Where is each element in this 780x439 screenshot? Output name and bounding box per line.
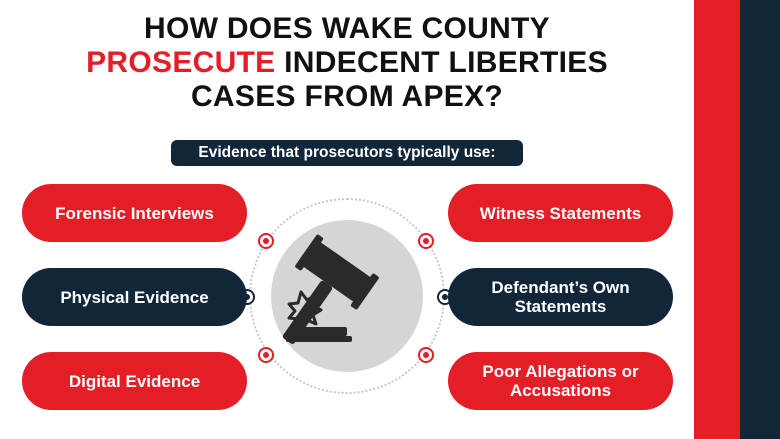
title-line-3: CASES FROM APEX? [190,80,504,113]
title-accent-word: PROSECUTE [86,46,276,79]
connector-dot-forensic [258,233,274,249]
forensic-interviews-bubble: Forensic Interviews [22,184,247,242]
physical-evidence-bubble: Physical Evidence [22,268,247,326]
subtitle-banner: Evidence that prosecutors typically use: [171,140,523,166]
forensic-interviews-label: Forensic Interviews [55,203,214,223]
connector-dot-digital [258,347,274,363]
physical-evidence-label: Physical Evidence [60,287,209,307]
poor-allegations-bubble: Poor Allegations or Accusations [448,352,673,410]
connector-dot-witness [418,233,434,249]
defendants-own-statements-label: Defendant’s Own Statements [491,278,630,316]
poor-allegations-label: Poor Allegations or Accusations [482,362,639,400]
page-title: HOW DOES WAKE COUNTY PROSECUTE INDECENT … [20,12,674,114]
witness-statements-label: Witness Statements [479,203,642,223]
connector-dot-allegations [418,347,434,363]
title-line-2-rest: INDECENT LIBERTIES [275,46,608,79]
defendants-own-statements-bubble: Defendant’s Own Statements [448,268,673,326]
decorative-red-stripe [694,0,740,439]
digital-evidence-bubble: Digital Evidence [22,352,247,410]
gavel-icon [282,234,379,344]
title-line-1: HOW DOES WAKE COUNTY [143,12,550,45]
decorative-navy-stripe [740,0,780,439]
witness-statements-bubble: Witness Statements [448,184,673,242]
digital-evidence-label: Digital Evidence [68,371,201,391]
